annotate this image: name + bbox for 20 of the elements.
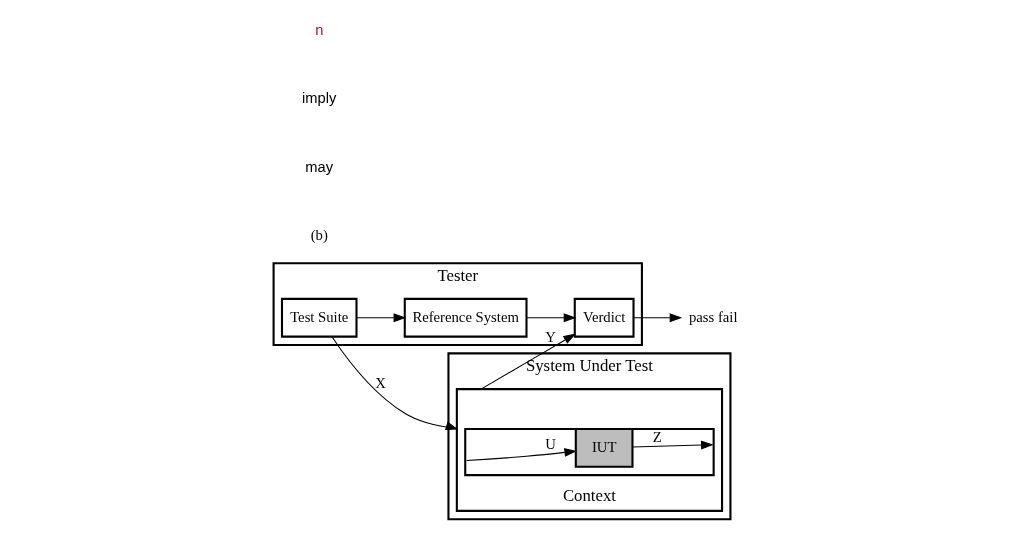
label: may [305,158,334,175]
arrow [633,313,683,323]
arrow [356,313,407,323]
label: n [315,22,324,39]
edge-label: X [375,375,386,392]
edge-label: Z [652,428,662,445]
arrow [631,440,714,450]
label: imply [302,90,337,107]
label: (b) [310,226,328,243]
node-box: Verdict [573,297,635,338]
edge-label: Y [545,329,556,346]
arrow [480,333,576,390]
node-box: Reference System [403,297,528,338]
node-box: Test Suite [280,297,358,338]
node-text: pass fail [689,308,738,325]
node-box: IUT [574,427,634,468]
arrow [466,448,578,461]
arrow [331,336,459,430]
arrow [526,313,577,323]
edge-label: U [545,436,556,453]
